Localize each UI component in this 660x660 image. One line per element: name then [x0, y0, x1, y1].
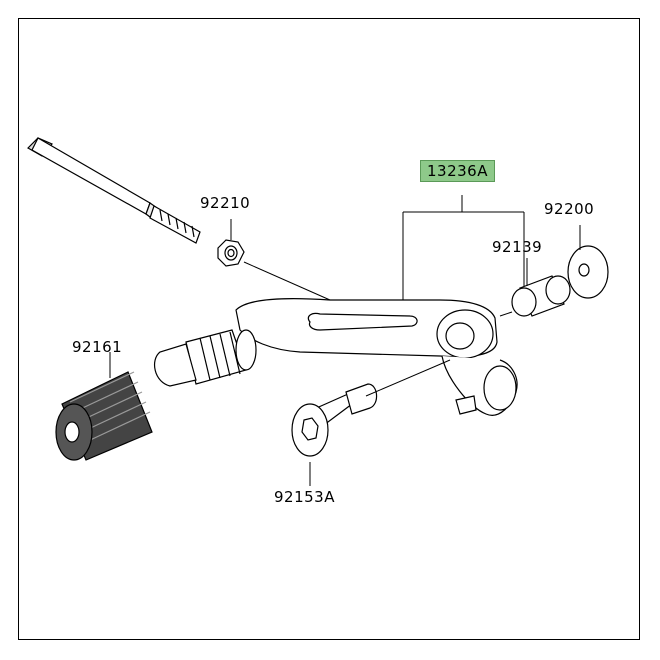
part-label-washer: 92200: [544, 200, 595, 218]
leader-lines: [109, 195, 581, 486]
shift-lever: [235, 298, 518, 416]
part-label-bushing: 92139: [492, 238, 543, 256]
bolt-part: [291, 383, 378, 457]
part-label-nut: 92210: [200, 194, 251, 212]
part-label-rubber: 92161: [72, 338, 123, 356]
washer-part: [567, 245, 609, 299]
shift-rod: [27, 137, 201, 244]
nut-part: [217, 239, 245, 267]
part-label-bolt: 92153A: [274, 488, 335, 506]
part-label-assembly: 13236A: [420, 160, 495, 182]
bushing-part: [511, 275, 571, 317]
rubber-part: [55, 371, 153, 461]
footpeg-shaft: [153, 329, 257, 387]
diagram-frame: [18, 18, 640, 640]
